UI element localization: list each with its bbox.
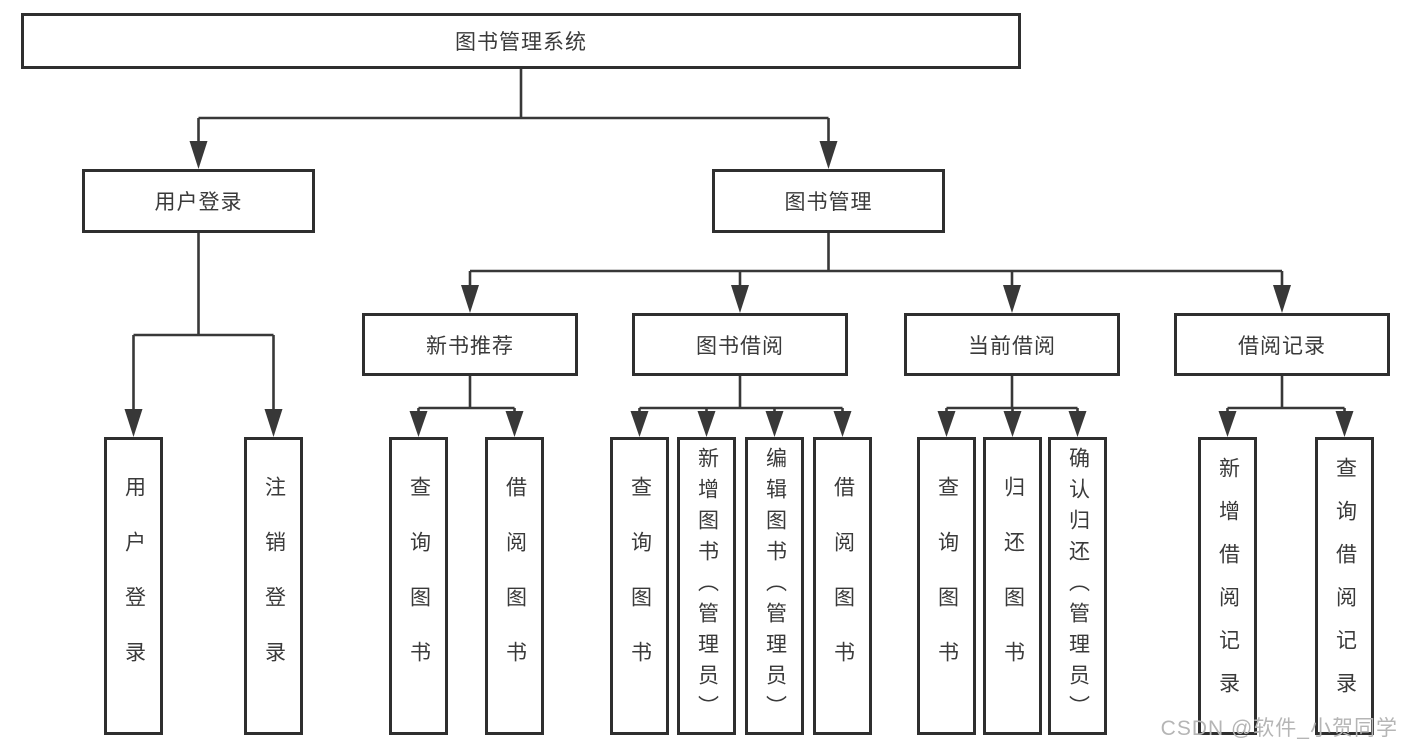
node-library-system-label: 图书管理系统 <box>455 31 587 54</box>
leaf-br-query-record: 查询借阅记录 <box>1315 437 1374 735</box>
node-book-borrow: 图书借阅 <box>632 313 848 376</box>
node-user-login-label: 用户登录 <box>154 191 243 214</box>
leaf-logout: 注销登录 <box>244 437 303 735</box>
leaf-bb-edit-books-admin-label: 编辑图书（管理员） <box>763 446 787 726</box>
leaf-bb-add-books-admin-label: 新增图书（管理员） <box>695 446 719 726</box>
node-book-borrow-label: 图书借阅 <box>696 334 784 358</box>
leaf-nbr-borrow-books-label: 借阅图书 <box>503 476 527 696</box>
leaf-cb-query-books-label: 查询图书 <box>935 476 959 696</box>
connector-current-borrow-to-leaves <box>937 376 1087 437</box>
leaf-br-query-record-label: 查询借阅记录 <box>1333 457 1357 715</box>
leaf-cb-confirm-return-admin: 确认归还（管理员） <box>1048 437 1107 735</box>
csdn-watermark: CSDN @软件_小贺同学 <box>1160 717 1398 740</box>
node-borrow-records-label: 借阅记录 <box>1238 334 1326 358</box>
connector-new-book-rec-to-leaves <box>409 376 524 437</box>
connector-user-login-to-leaves <box>124 233 283 437</box>
leaf-user-login: 用户登录 <box>104 437 163 735</box>
node-book-management-label: 图书管理 <box>784 191 873 214</box>
connector-root-to-level2 <box>189 69 838 169</box>
connector-book-mgmt-to-level3 <box>461 233 1291 313</box>
leaf-bb-borrow-books: 借阅图书 <box>813 437 872 735</box>
leaf-nbr-borrow-books: 借阅图书 <box>485 437 544 735</box>
connector-book-borrow-to-leaves <box>630 376 852 437</box>
node-borrow-records: 借阅记录 <box>1174 313 1390 376</box>
leaf-bb-query-books-label: 查询图书 <box>628 476 652 696</box>
leaf-user-login-label: 用户登录 <box>122 476 146 696</box>
connector-borrow-records-to-leaves <box>1218 376 1354 437</box>
node-new-book-recommend: 新书推荐 <box>362 313 578 376</box>
leaf-cb-return-books: 归还图书 <box>983 437 1042 735</box>
node-current-borrow: 当前借阅 <box>904 313 1120 376</box>
leaf-br-add-record: 新增借阅记录 <box>1198 437 1257 735</box>
leaf-cb-query-books: 查询图书 <box>917 437 976 735</box>
leaf-cb-confirm-return-admin-label: 确认归还（管理员） <box>1066 446 1090 726</box>
leaf-bb-borrow-books-label: 借阅图书 <box>831 476 855 696</box>
node-library-system: 图书管理系统 <box>21 13 1021 69</box>
leaf-nbr-query-books: 查询图书 <box>389 437 448 735</box>
node-user-login: 用户登录 <box>82 169 315 233</box>
leaf-nbr-query-books-label: 查询图书 <box>407 476 431 696</box>
leaf-cb-return-books-label: 归还图书 <box>1001 476 1025 696</box>
node-new-book-recommend-label: 新书推荐 <box>426 334 514 358</box>
leaf-logout-label: 注销登录 <box>262 476 286 696</box>
leaf-bb-add-books-admin: 新增图书（管理员） <box>677 437 736 735</box>
leaf-bb-edit-books-admin: 编辑图书（管理员） <box>745 437 804 735</box>
node-current-borrow-label: 当前借阅 <box>968 334 1056 358</box>
node-book-management: 图书管理 <box>712 169 945 233</box>
leaf-bb-query-books: 查询图书 <box>610 437 669 735</box>
leaf-br-add-record-label: 新增借阅记录 <box>1216 457 1240 715</box>
